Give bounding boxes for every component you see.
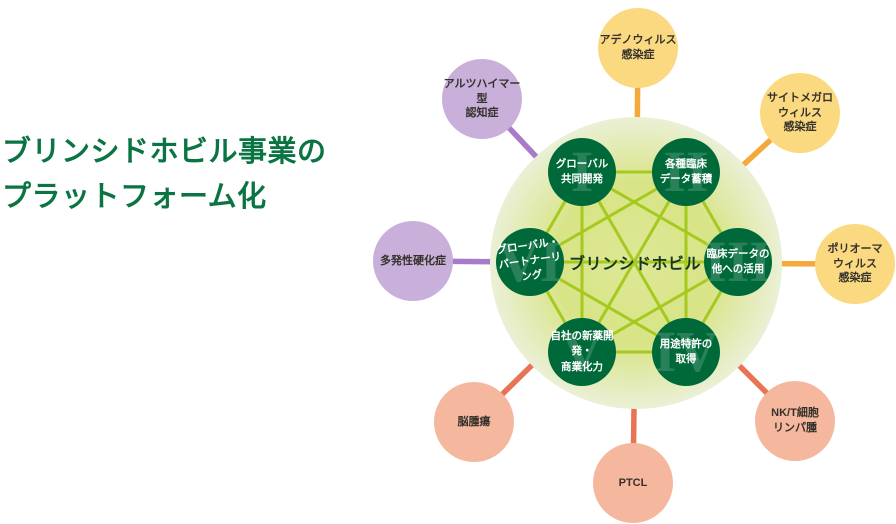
page-title: ブリンシドホビル事業の プラットフォーム化	[2, 136, 327, 213]
node-cytomegalovirus: サイトメガロ ウィルス 感染症	[760, 73, 840, 153]
node-alzheimers: アルツハイマー型 認知症	[442, 59, 522, 139]
platform-node-global-partnering: VI グローバル・ パートナーリング	[496, 228, 564, 296]
platform-node-label: グローバル・ パートナーリング	[495, 236, 562, 284]
node-nkt-lymphoma: NK/T細胞 リンパ腫	[755, 381, 835, 461]
platform-node-label: 各種臨床 データ蓄積	[659, 157, 713, 185]
node-label: 多発性硬化症	[380, 254, 446, 267]
node-adenovirus: アデノウィルス 感染症	[598, 8, 678, 88]
node-brain-tumor: 脳腫瘍	[434, 382, 514, 462]
platform-node-clinical-data-accumulation: II 各種臨床 データ蓄積	[652, 138, 720, 206]
platform-node-label: 自社の新薬開発・ 商業化力	[550, 330, 614, 373]
node-label: 脳腫瘍	[457, 415, 491, 428]
node-polyomavirus: ポリオーマ ウィルス 感染症	[815, 224, 895, 304]
node-ptcl: PTCL	[593, 443, 673, 523]
node-multiple-sclerosis: 多発性硬化症	[373, 221, 453, 301]
node-label: PTCL	[618, 476, 648, 489]
node-label: サイトメガロ ウィルス 感染症	[767, 91, 833, 134]
node-label: アデノウィルス 感染症	[599, 34, 677, 61]
platform-node-inhouse-development: V 自社の新薬開発・ 商業化力	[548, 318, 616, 386]
platform-node-clinical-data-reuse: III 臨床データの 他への活用	[704, 228, 772, 296]
platform-node-global-codevelopment: I グローバル 共同開発	[548, 138, 616, 206]
node-label: NK/T細胞 リンパ腫	[771, 407, 819, 434]
platform-node-use-patents: IV 用途特許の 取得	[652, 318, 720, 386]
platform-node-label: 臨床データの 他への活用	[706, 247, 770, 275]
platform-node-label: 用途特許の 取得	[659, 337, 713, 365]
node-label: ポリオーマ ウィルス 感染症	[827, 242, 883, 285]
center-label: ブリンシドホビル	[568, 256, 702, 273]
node-label: アルツハイマー型 認知症	[443, 77, 521, 120]
platform-node-label: グローバル 共同開発	[555, 157, 609, 185]
